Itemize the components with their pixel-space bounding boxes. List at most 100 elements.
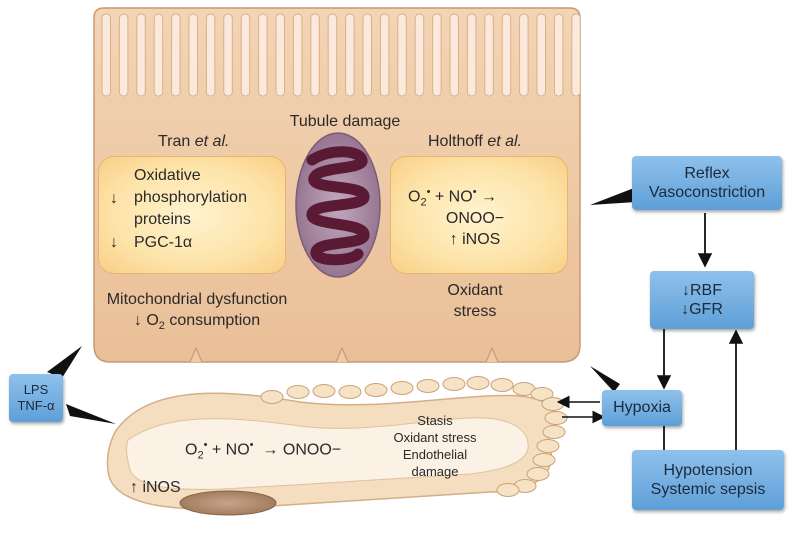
microvillus bbox=[188, 13, 198, 97]
tran-name: Tran bbox=[158, 133, 191, 150]
microvillus bbox=[327, 13, 338, 97]
red-cell bbox=[532, 453, 556, 467]
microvillus bbox=[466, 13, 477, 97]
tran-box-arrow-2: ↓ bbox=[110, 234, 118, 251]
red-cell bbox=[260, 390, 284, 404]
rbf-gfr-box: ↓RBF ↓GFR bbox=[650, 271, 754, 329]
microvillus bbox=[118, 13, 129, 97]
vessel-no: + NO bbox=[207, 441, 250, 459]
microvillus bbox=[449, 13, 459, 97]
vasoconstriction-label: Vasoconstriction bbox=[648, 184, 766, 201]
pointer-triangles bbox=[47, 188, 636, 424]
red-cell bbox=[530, 387, 554, 401]
gfr-label: ↓GFR bbox=[681, 301, 723, 318]
red-cell bbox=[442, 377, 466, 391]
vessel-o-radical: • bbox=[203, 439, 208, 451]
lps-tnf-box: LPS TNF-α bbox=[9, 374, 63, 422]
red-cell bbox=[338, 385, 362, 399]
microvillus bbox=[571, 13, 581, 97]
pointer-lps-to-cell bbox=[47, 346, 82, 378]
red-cell bbox=[312, 384, 336, 398]
microvillus bbox=[501, 13, 512, 97]
microvillus bbox=[240, 13, 251, 97]
holthoff-box-line-3: ↑ iNOS bbox=[449, 231, 501, 248]
red-cell bbox=[526, 467, 550, 481]
o2-consumption-sub: 2 bbox=[158, 320, 165, 333]
tubule-damage-label: Tubule damage bbox=[289, 113, 401, 130]
red-cell bbox=[364, 383, 388, 397]
microvillus bbox=[536, 13, 546, 97]
hypotension-sepsis-box: Hypotension Systemic sepsis bbox=[632, 450, 784, 510]
microvillus bbox=[136, 13, 146, 97]
pointer-lps-to-vessel bbox=[66, 404, 116, 424]
o2-consumption-suffix: consumption bbox=[164, 312, 261, 329]
vessel-inos: ↑ iNOS bbox=[130, 479, 181, 496]
mitochondrion-cristae bbox=[306, 146, 370, 266]
red-cell bbox=[496, 483, 520, 497]
holthoff-box-line-2: ONOO− bbox=[445, 210, 505, 227]
capillary bbox=[106, 376, 568, 516]
vessel-equation: O2• + NO• → ONOO− bbox=[185, 439, 341, 462]
vessel-damage: damage bbox=[411, 464, 459, 479]
systemic-sepsis-label: Systemic sepsis bbox=[650, 481, 766, 498]
tnf-label: TNF-α bbox=[17, 398, 55, 413]
red-cell bbox=[544, 411, 568, 425]
holthoff-o: O bbox=[408, 188, 421, 206]
red-cell bbox=[542, 425, 566, 439]
holthoff-o-radical: • bbox=[426, 186, 431, 198]
holthoff-et-al: et al. bbox=[487, 133, 522, 150]
cell-bottom-bumps bbox=[189, 346, 499, 363]
pointer-hypoxia-to-cell bbox=[590, 366, 620, 392]
red-cell bbox=[466, 376, 490, 390]
microvillus bbox=[101, 13, 111, 97]
microvillus bbox=[397, 13, 407, 97]
tran-et-al: et al. bbox=[194, 133, 230, 150]
oxidant-stress-cell-line-2: stress bbox=[453, 303, 497, 320]
tran-box-arrow-1: ↓ bbox=[110, 190, 118, 207]
reflex-vasoconstriction-box: Reflex Vasoconstriction bbox=[632, 156, 782, 210]
holthoff-box-equation: O2• + NO• → bbox=[408, 186, 497, 209]
microvillus bbox=[553, 13, 564, 97]
microvillus bbox=[258, 13, 268, 97]
microvillus bbox=[519, 13, 529, 97]
microvillus bbox=[223, 13, 233, 97]
rbf-label: ↓RBF bbox=[682, 281, 722, 299]
holthoff-no: + NO bbox=[434, 188, 473, 206]
endothelial-nucleus bbox=[179, 490, 277, 516]
microvillus bbox=[205, 13, 216, 97]
vessel-o: O bbox=[185, 441, 198, 459]
o2-consumption-label: ↓ O2 consumption bbox=[92, 312, 302, 333]
holthoff-o-sub: 2 bbox=[420, 196, 427, 209]
vessel-oxidant-stress: Oxidant stress bbox=[393, 430, 477, 445]
microvillus bbox=[362, 13, 372, 97]
vessel-endothelial: Endothelial bbox=[402, 447, 468, 462]
vessel-no-radical: • bbox=[249, 439, 254, 451]
oxidant-stress-cell-line-1: Oxidant bbox=[447, 282, 503, 299]
hypoxia-label: Hypoxia bbox=[613, 399, 671, 417]
flow-arrows bbox=[556, 213, 744, 450]
pointer-reflex-to-cell bbox=[590, 188, 636, 205]
holthoff-box bbox=[390, 156, 568, 274]
microvillus bbox=[153, 13, 164, 97]
holthoff-no-radical: • bbox=[472, 186, 477, 198]
red-cell bbox=[536, 439, 560, 453]
reflex-label: Reflex bbox=[684, 164, 730, 182]
microvillus bbox=[310, 13, 320, 97]
o2-consumption-prefix: ↓ O bbox=[133, 312, 159, 329]
microvillus bbox=[414, 13, 425, 97]
tran-box-line-1: Oxidative bbox=[134, 167, 201, 184]
tran-box-line-4: PGC-1α bbox=[134, 234, 193, 251]
tran-reference: Tran et al. bbox=[158, 133, 229, 151]
red-cell bbox=[390, 381, 414, 395]
vessel-onoo: → ONOO− bbox=[253, 441, 342, 459]
capillary-lumen bbox=[126, 417, 529, 490]
hypotension-label: Hypotension bbox=[663, 461, 753, 479]
tran-box-line-3: proteins bbox=[134, 211, 191, 228]
red-cell bbox=[286, 385, 310, 399]
vessel-stasis: Stasis bbox=[417, 413, 453, 428]
tran-box bbox=[98, 156, 286, 274]
red-cell-chain bbox=[260, 376, 568, 497]
microvillus bbox=[432, 13, 442, 97]
microvillus bbox=[484, 13, 494, 97]
